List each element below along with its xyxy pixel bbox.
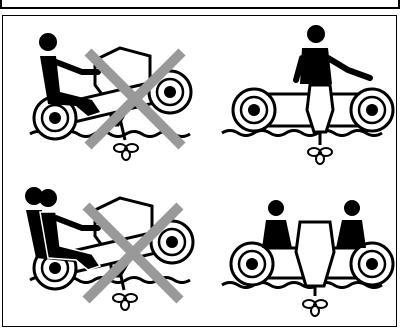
- person-figure: [39, 33, 100, 116]
- outboard-motor: [296, 222, 334, 286]
- person-figure-left: [262, 200, 292, 248]
- panel-single-center-correct: [222, 25, 393, 164]
- tube-end-right: [351, 89, 393, 131]
- propeller-icon: [308, 148, 332, 164]
- tube-end-right: [351, 243, 393, 285]
- propeller-icon: [114, 144, 138, 160]
- propeller-icon: [113, 294, 137, 310]
- person-figure-right: [336, 200, 366, 248]
- person-figure-front: [39, 189, 100, 270]
- person-figure: [296, 25, 370, 84]
- tube-end-left: [231, 243, 273, 285]
- water-wave: [222, 131, 382, 136]
- tube-end-left: [233, 89, 275, 131]
- propeller-icon: [303, 300, 327, 316]
- panel-double-front-prohibited: [25, 187, 193, 310]
- outboard-motor: [307, 85, 333, 132]
- panel-single-front-prohibited: [30, 33, 191, 160]
- panel-double-sides-correct: [222, 200, 393, 316]
